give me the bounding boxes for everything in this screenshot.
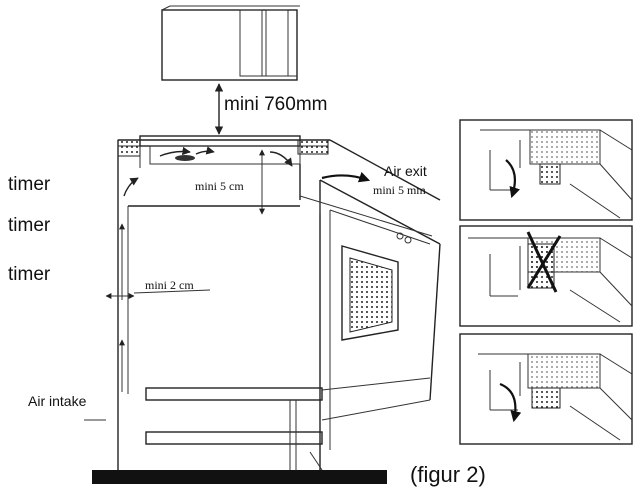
- top-gap-marker: [159, 146, 293, 215]
- detail-panel-correct-2: [459, 333, 633, 445]
- exit-gap-label: mini 5 mm: [373, 183, 426, 197]
- figure-caption: (figur 2): [410, 462, 486, 487]
- upper-cabinet: [161, 5, 300, 81]
- floor: [92, 470, 387, 484]
- cross-mark-icon: [526, 231, 562, 293]
- detail-panel-incorrect: [459, 225, 633, 327]
- side-gap-label: mini 2 cm: [145, 278, 194, 292]
- oven-body: [299, 164, 441, 471]
- side-gap-marker: [105, 289, 211, 299]
- detail-panel-correct-1: [459, 119, 633, 221]
- air-intake-label: Air intake: [28, 393, 87, 409]
- timer-label-1: timer: [8, 174, 51, 195]
- cabinet-body: [119, 156, 323, 470]
- timer-label-2: timer: [8, 215, 51, 236]
- hood-clearance-label: mini 760mm: [224, 94, 327, 115]
- air-exit-arrow: [321, 171, 371, 183]
- top-gap-label: mini 5 cm: [195, 179, 244, 193]
- timer-label-3: timer: [8, 264, 51, 285]
- air-exit-label: Air exit: [384, 163, 427, 179]
- worktop: [117, 135, 441, 475]
